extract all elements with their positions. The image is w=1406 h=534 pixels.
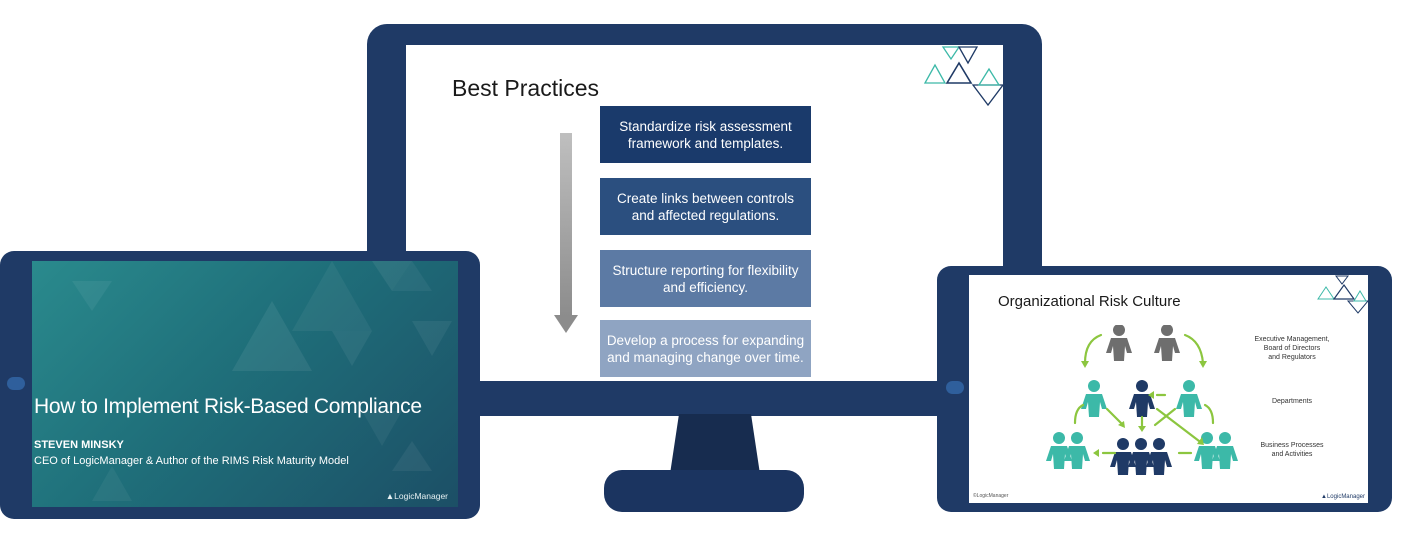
right-tablet-screen: Organizational Risk Culture <box>969 275 1368 503</box>
background-triangles-icon <box>72 261 452 501</box>
label-departments: Departments <box>1271 398 1313 405</box>
step-box-4: Develop a process for expanding and mana… <box>600 320 811 377</box>
copyright-text: ©LogicManager <box>973 493 1009 499</box>
logicmanager-logo: ▲LogicManager <box>385 491 448 501</box>
people-hierarchy-diagram <box>1046 325 1238 475</box>
right-tablet-home-button <box>946 381 964 394</box>
label-executive: Executive Management, Board of Directors… <box>1254 336 1330 361</box>
down-arrow-icon <box>554 315 578 333</box>
department-people-icon <box>1081 380 1202 417</box>
executive-people-icon <box>1106 325 1180 361</box>
process-people-icon <box>1046 432 1238 475</box>
step-box-1: Standardize risk assessment framework an… <box>600 106 811 163</box>
presentation-title: How to Implement Risk-Based Compliance <box>34 395 422 418</box>
triangle-pattern-icon <box>923 46 1003 107</box>
left-tablet-home-button <box>7 377 25 390</box>
step-box-2: Create links between controls and affect… <box>600 178 811 235</box>
monitor-neck <box>670 414 760 474</box>
step-box-3: Structure reporting for flexibility and … <box>600 250 811 307</box>
presenter-name: STEVEN MINSKY <box>34 439 124 451</box>
logicmanager-logo: ▲LogicManager <box>1321 494 1365 500</box>
monitor-screen: Best Practices Standardize risk assessme… <box>406 45 1003 381</box>
label-business-processes: Business Processes and Activities <box>1260 442 1324 458</box>
triangle-pattern-icon <box>1317 275 1368 314</box>
slide-title: Best Practices <box>452 75 599 101</box>
down-arrow-shaft <box>560 133 572 317</box>
org-culture-title: Organizational Risk Culture <box>998 293 1181 310</box>
monitor-base <box>604 470 804 512</box>
left-tablet-screen: How to Implement Risk-Based Compliance S… <box>32 261 458 507</box>
presenter-role: CEO of LogicManager & Author of the RIMS… <box>34 455 349 467</box>
